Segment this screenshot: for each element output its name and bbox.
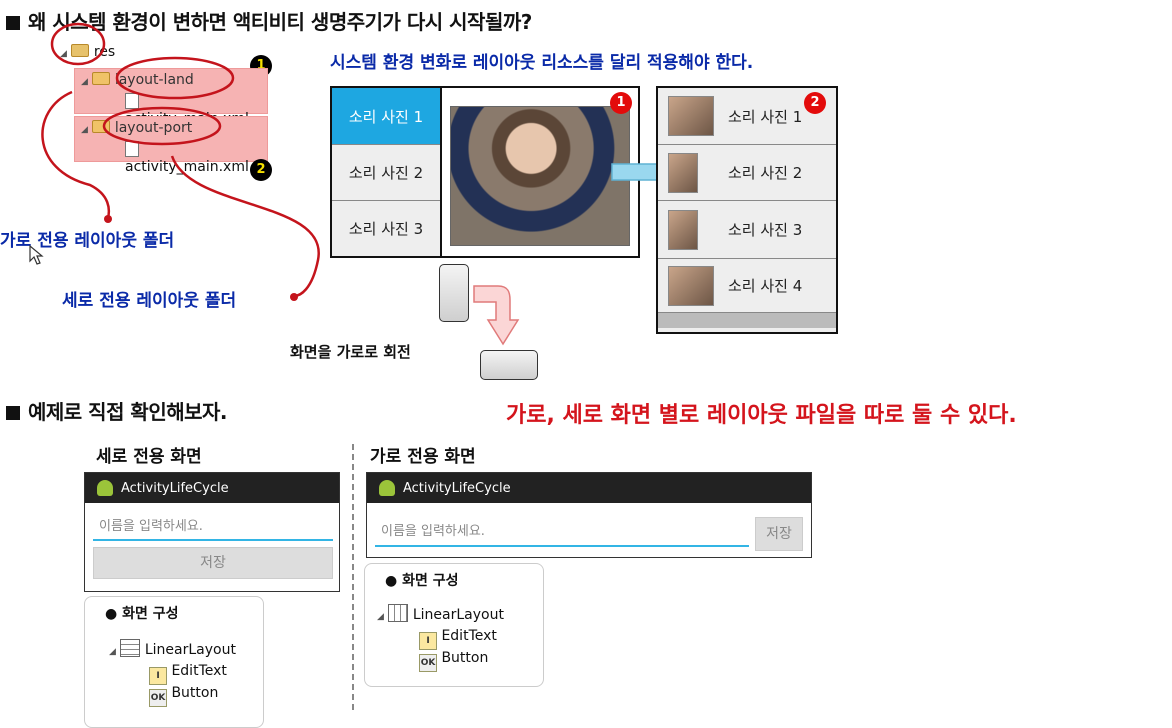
xml-file-icon (125, 93, 139, 109)
rotate-arrow-icon (473, 285, 520, 346)
landscape-demo-title: 가로 전용 화면 (370, 447, 476, 467)
button-icon: OK (149, 689, 167, 707)
list-footer (658, 313, 836, 328)
portrait-outline-panel: ● 화면 구성 ◢ LinearLayout I EditText OK But… (84, 596, 264, 728)
tree-node-edittext[interactable]: I EditText (149, 663, 227, 685)
mouse-cursor-icon (28, 244, 46, 266)
android-icon (97, 480, 113, 496)
action-bar: ActivityLifeCycle (367, 473, 811, 503)
heading-1: 왜 시스템 환경이 변하면 액티비티 생명주기가 다시 시작될까? (6, 6, 532, 35)
expand-arrow-icon: ◢ (81, 77, 88, 87)
portrait-folder-label: 세로 전용 레이아웃 폴더 (62, 291, 237, 311)
tree-node-linearlayout[interactable]: ◢ LinearLayout (377, 604, 504, 623)
tree-item-layout-land[interactable]: ◢ layout-land activity_main.xml (74, 68, 268, 127)
land-pointer-curve (41, 90, 111, 219)
square-bullet-icon (6, 16, 20, 30)
tree-node-edittext[interactable]: I EditText (419, 628, 497, 650)
outline-title: ● 화면 구성 (105, 606, 179, 622)
action-bar: ActivityLifeCycle (85, 473, 339, 503)
edittext-icon: I (149, 667, 167, 685)
expand-arrow-icon: ◢ (60, 49, 67, 59)
name-input[interactable]: 이름을 입력하세요. (375, 519, 749, 547)
land-pointer-dot (104, 215, 112, 223)
res-folder-icon (71, 44, 90, 57)
rotate-label: 화면을 가로로 회전 (290, 343, 411, 361)
list-item[interactable]: 소리 사진 2 (332, 145, 440, 201)
landscape-list: 소리 사진 1 소리 사진 2 소리 사진 3 (332, 88, 442, 256)
expand-arrow-icon: ◢ (109, 647, 116, 657)
list-item[interactable]: 소리 사진 4 (658, 259, 836, 313)
square-bullet-icon (6, 406, 20, 420)
thumbnail-image (668, 209, 698, 250)
save-button[interactable]: 저장 (755, 517, 803, 551)
note-text: 가로, 세로 화면 별로 레이아웃 파일을 따로 둘 수 있다. (506, 403, 1017, 428)
landscape-preview-panel: 소리 사진 1 소리 사진 2 소리 사진 3 (330, 86, 640, 258)
portrait-app-window: ActivityLifeCycle 이름을 입력하세요. 저장 (84, 472, 340, 592)
port-pointer-curve (170, 155, 320, 298)
tree-node-button[interactable]: OK Button (419, 650, 488, 672)
vertical-layout-icon (120, 639, 141, 657)
tree-node-linearlayout[interactable]: ◢ LinearLayout (109, 639, 236, 658)
badge-photo-1: 1 (610, 92, 632, 114)
save-button[interactable]: 저장 (93, 547, 333, 579)
list-item[interactable]: 소리 사진 2 (658, 145, 836, 201)
phone-landscape-icon (480, 350, 538, 380)
system-change-label: 시스템 환경 변화로 레이아웃 리소스를 달리 적용해야 한다. (330, 53, 754, 73)
land-circle-annotation (115, 56, 235, 100)
list-item[interactable]: 소리 사진 3 (658, 201, 836, 259)
outline-title: ● 화면 구성 (385, 573, 459, 589)
horizontal-layout-icon (388, 604, 409, 622)
expand-arrow-icon: ◢ (81, 125, 88, 135)
annotation-curves (41, 22, 320, 301)
thumbnail-image (668, 265, 714, 306)
button-icon: OK (419, 654, 437, 672)
portrait-preview-panel: 소리 사진 1 소리 사진 2 소리 사진 3 소리 사진 4 (656, 86, 838, 334)
divider (352, 444, 354, 710)
landscape-app-window: ActivityLifeCycle 이름을 입력하세요. 저장 (366, 472, 812, 558)
badge-photo-2: 2 (804, 92, 826, 114)
phone-portrait-icon (439, 264, 469, 322)
portrait-demo-title: 세로 전용 화면 (96, 447, 202, 467)
thumbnail-image (668, 152, 698, 193)
res-circle-annotation (50, 22, 106, 66)
landscape-outline-panel: ● 화면 구성 ◢ LinearLayout I EditText OK But… (364, 563, 544, 687)
tree-item-layout-port[interactable]: ◢ layout-port activity_main.xml (74, 116, 268, 175)
list-item[interactable]: 소리 사진 1 (332, 88, 440, 145)
android-icon (379, 480, 395, 496)
thumbnail-image (668, 96, 714, 136)
edittext-icon: I (419, 632, 437, 650)
port-circle-annotation (102, 106, 222, 146)
name-input[interactable]: 이름을 입력하세요. (93, 517, 333, 541)
landscape-folder-label: 가로 전용 레이아웃 폴더 (0, 231, 175, 251)
folder-icon (92, 72, 111, 85)
list-item[interactable]: 소리 사진 3 (332, 201, 440, 256)
list-item[interactable]: 소리 사진 1 (658, 88, 836, 145)
child-photo (450, 106, 630, 246)
tree-node-button[interactable]: OK Button (149, 685, 218, 707)
port-pointer-dot (290, 293, 298, 301)
expand-arrow-icon: ◢ (377, 612, 384, 622)
heading-2: 예제로 직접 확인해보자. (6, 396, 228, 425)
badge-2: 2 (250, 159, 272, 181)
